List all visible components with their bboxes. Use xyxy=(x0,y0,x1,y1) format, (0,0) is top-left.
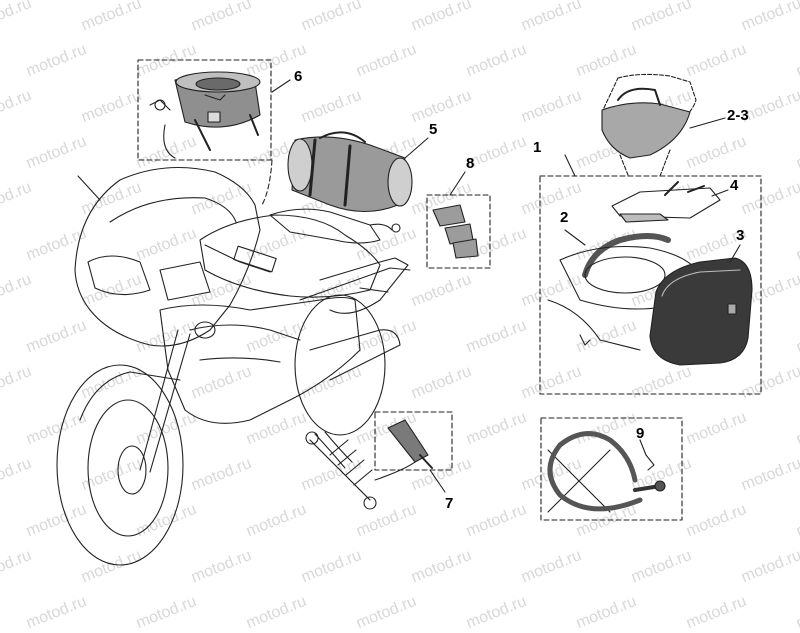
leader-23 xyxy=(689,117,726,129)
inner-bag-handle xyxy=(617,87,661,106)
leader-5 xyxy=(404,137,429,159)
seat-bag-end-left xyxy=(287,138,313,192)
seat-bag xyxy=(287,131,413,212)
dashed-frame-9 xyxy=(540,417,683,521)
pannier-bag xyxy=(649,257,753,366)
hydraulic-hose xyxy=(374,457,421,481)
leader-2 xyxy=(564,229,586,246)
leader-3 xyxy=(729,244,741,263)
callout-6: 6 xyxy=(294,68,303,85)
shock-eye-top xyxy=(305,431,319,445)
inner-bag-guides xyxy=(619,149,671,177)
exhaust xyxy=(309,329,401,381)
pannier-bike-line xyxy=(547,299,641,351)
shock-absorber xyxy=(305,431,421,510)
callout-7: 7 xyxy=(445,495,454,512)
leader-9 xyxy=(639,439,647,456)
cross-out xyxy=(547,449,611,513)
tank-bag-cap xyxy=(154,99,166,111)
patch-1 xyxy=(432,204,466,227)
rear-frame xyxy=(299,267,411,301)
pannier-bag-latch xyxy=(727,303,737,315)
shock-eye-bottom xyxy=(363,496,377,510)
callout-4: 4 xyxy=(730,177,739,194)
rack-brackets xyxy=(664,181,705,196)
pannier-seat-center xyxy=(584,256,666,294)
seat-bag-end-right xyxy=(387,157,413,207)
inner-bag-body xyxy=(601,102,691,159)
front-wheel-rim xyxy=(87,399,169,537)
pannier-bag-seam xyxy=(661,269,741,297)
adjuster-box xyxy=(374,411,453,471)
dashed-frame-6 xyxy=(137,59,272,161)
front-fender xyxy=(79,371,181,421)
callout-8: 8 xyxy=(466,155,475,172)
tank-bag-box xyxy=(137,59,272,161)
fuel-tank xyxy=(199,214,381,298)
callout-2-3: 2-3 xyxy=(727,107,749,124)
patches-box xyxy=(426,194,491,269)
tank-contour xyxy=(163,124,176,159)
key-shape xyxy=(645,454,655,471)
rear-bolt xyxy=(391,223,401,233)
fairing-vent xyxy=(194,321,216,339)
dashed-frame-1 xyxy=(539,175,762,395)
leader-4 xyxy=(711,189,729,197)
side-fairing xyxy=(159,296,361,424)
tank-bag-lid xyxy=(195,77,241,91)
shock-spring xyxy=(329,439,373,486)
mirror-left xyxy=(77,175,101,201)
rack-plate xyxy=(619,213,669,223)
headlight-left xyxy=(87,255,151,296)
cable-end xyxy=(654,480,666,492)
dashed-frame-7 xyxy=(374,411,453,471)
callout-2: 2 xyxy=(560,209,569,226)
cable-loop xyxy=(547,431,643,512)
leader-7 xyxy=(429,469,446,493)
dashed-frame-8 xyxy=(426,194,491,269)
strap-2 xyxy=(582,233,671,278)
inner-bag xyxy=(601,73,697,177)
seat-bag-handle xyxy=(319,131,366,143)
rider-seat xyxy=(269,208,381,244)
tail-section xyxy=(319,257,409,314)
windscreen xyxy=(109,197,237,223)
callout-5: 5 xyxy=(429,121,438,138)
leader-6 xyxy=(271,79,291,93)
front-fork xyxy=(139,329,191,473)
tank-bag-straps xyxy=(194,114,259,151)
front-wheel-tire xyxy=(56,364,184,566)
tank-bag-pocket xyxy=(207,111,221,123)
motorcycle xyxy=(56,166,411,566)
dashed-link-6 xyxy=(261,159,273,206)
fairing-line-2 xyxy=(199,357,281,363)
pannier-fitting xyxy=(579,334,591,346)
callout-3: 3 xyxy=(736,227,745,244)
headlight-right xyxy=(159,261,211,301)
leader-1 xyxy=(564,154,576,177)
cable-lock-box xyxy=(540,417,683,521)
callout-9: 9 xyxy=(636,425,645,442)
rack-frame xyxy=(611,187,721,219)
rear-wheel xyxy=(294,294,386,436)
grab-rail xyxy=(369,223,393,231)
adjuster-body xyxy=(387,419,429,463)
front-fairing xyxy=(74,166,261,347)
front-wheel-hub xyxy=(117,445,147,495)
seat-bag-straps xyxy=(308,138,352,207)
patch-3 xyxy=(452,238,479,259)
parts-diagram xyxy=(56,59,762,566)
tank-strap-buckle xyxy=(233,245,277,273)
leader-8 xyxy=(449,171,466,196)
panniers-box xyxy=(539,175,762,395)
adjuster-fitting xyxy=(419,454,433,469)
tank-bag-handle xyxy=(204,94,226,101)
callout-1: 1 xyxy=(533,139,542,156)
fairing-line-1 xyxy=(189,324,301,341)
shock-axis xyxy=(309,439,371,501)
tank-bag-handle-small xyxy=(149,99,171,111)
bike-cable xyxy=(359,287,389,293)
